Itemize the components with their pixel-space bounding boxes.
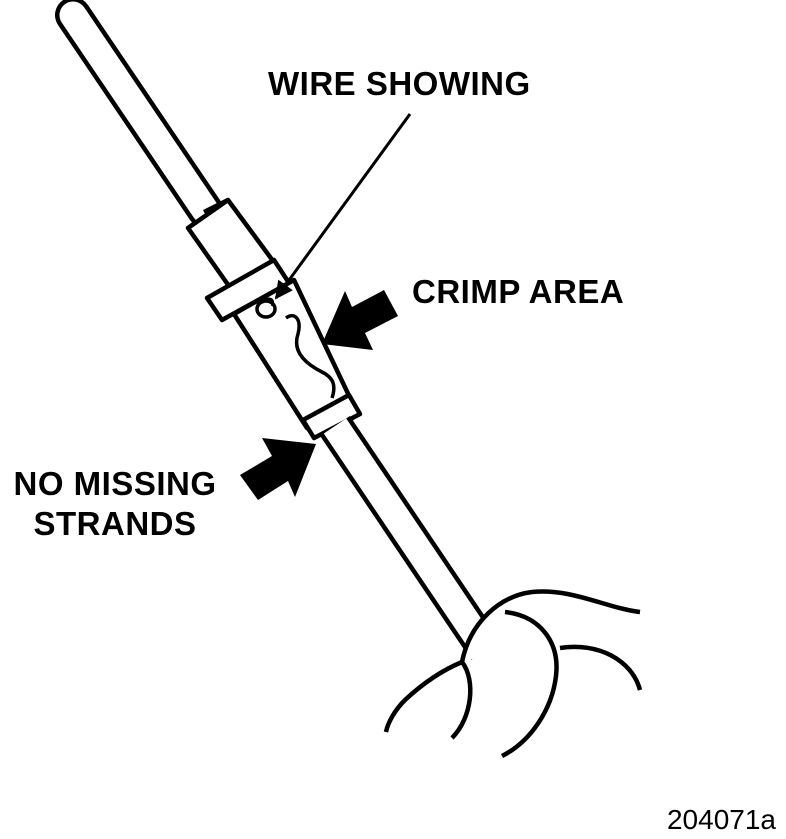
wire-showing-leader xyxy=(274,113,412,300)
wire-showing-label: WIRE SHOWING xyxy=(268,65,531,102)
no-missing-strands-label: NO MISSING STRANDS xyxy=(2,464,228,544)
no-missing-strands-line-2: STRANDS xyxy=(33,505,197,542)
no-missing-strands-line-1: NO MISSING xyxy=(13,465,217,502)
crimp-area-label: CRIMP AREA xyxy=(412,273,625,310)
terminal-pin xyxy=(55,0,223,228)
crimp-area-arrow xyxy=(322,290,398,350)
no-missing-strands-arrow xyxy=(240,438,316,500)
hand-outline xyxy=(383,589,643,759)
crimp-rear-ring xyxy=(300,392,363,441)
crimp-sleeve xyxy=(231,277,355,431)
wire-insulation xyxy=(320,415,501,661)
figure-id: 204071a xyxy=(666,804,776,835)
